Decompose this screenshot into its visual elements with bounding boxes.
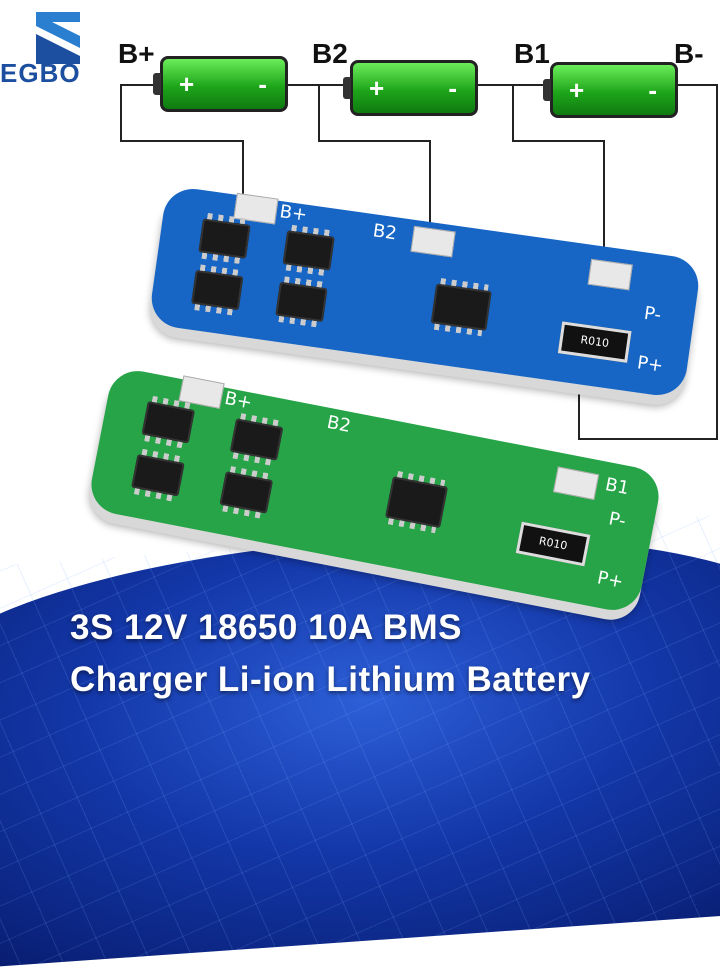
label-b2: B2: [371, 220, 399, 245]
label-p-plus: P+: [635, 352, 665, 377]
label-b-plus: B+: [278, 201, 309, 226]
mosfet-chip: [191, 269, 244, 311]
terminal-b2: B2: [312, 38, 348, 69]
label-b1: B1: [603, 474, 631, 500]
terminal-b-minus: B-: [674, 38, 704, 69]
battery-cell-2: +-: [343, 60, 478, 116]
battery-cell-1: +-: [153, 56, 288, 112]
shunt-resistor: R010: [515, 521, 591, 567]
bms-board-blue: B+ B2 R010 P- P+: [147, 185, 703, 399]
wire: [318, 140, 430, 142]
mosfet-chip: [141, 401, 196, 444]
wire: [578, 380, 580, 440]
pad-b1: [552, 466, 600, 501]
wire: [716, 84, 718, 440]
wire: [512, 140, 604, 142]
label-b-plus: B+: [222, 387, 254, 414]
controller-ic: [430, 283, 492, 331]
wire: [318, 84, 320, 142]
wire: [578, 438, 718, 440]
wire: [120, 84, 160, 86]
wire: [603, 140, 605, 262]
caption-line-1: 3S 12V 18650 10A BMS: [70, 608, 462, 647]
wire: [429, 140, 431, 232]
wire: [120, 140, 243, 142]
caption-line-2: Charger Li-ion Lithium Battery: [70, 660, 591, 699]
label-p-minus: P-: [606, 508, 628, 533]
shunt-resistor: R010: [557, 321, 632, 363]
label-b2: B2: [325, 411, 353, 437]
wire: [120, 84, 122, 142]
wire: [474, 84, 546, 86]
mosfet-chip: [219, 471, 274, 514]
wire: [674, 84, 718, 86]
label-p-minus: P-: [642, 302, 663, 326]
mosfet-chip: [282, 230, 335, 271]
controller-ic: [385, 476, 449, 529]
terminal-b1: B1: [514, 38, 550, 69]
terminal-b-plus: B+: [118, 38, 155, 69]
wire: [512, 84, 514, 142]
wire: [242, 140, 244, 195]
egbo-logo: [36, 12, 80, 64]
pad-b1: [587, 258, 633, 291]
mosfet-chip: [229, 418, 284, 461]
mosfet-chip: [198, 218, 251, 259]
mosfet-chip: [131, 454, 185, 497]
logo-text: EGBO: [0, 58, 81, 88]
pad-b2: [410, 225, 456, 258]
mosfet-chip: [275, 281, 328, 323]
label-p-plus: P+: [595, 567, 625, 593]
battery-cell-3: +-: [543, 62, 678, 118]
